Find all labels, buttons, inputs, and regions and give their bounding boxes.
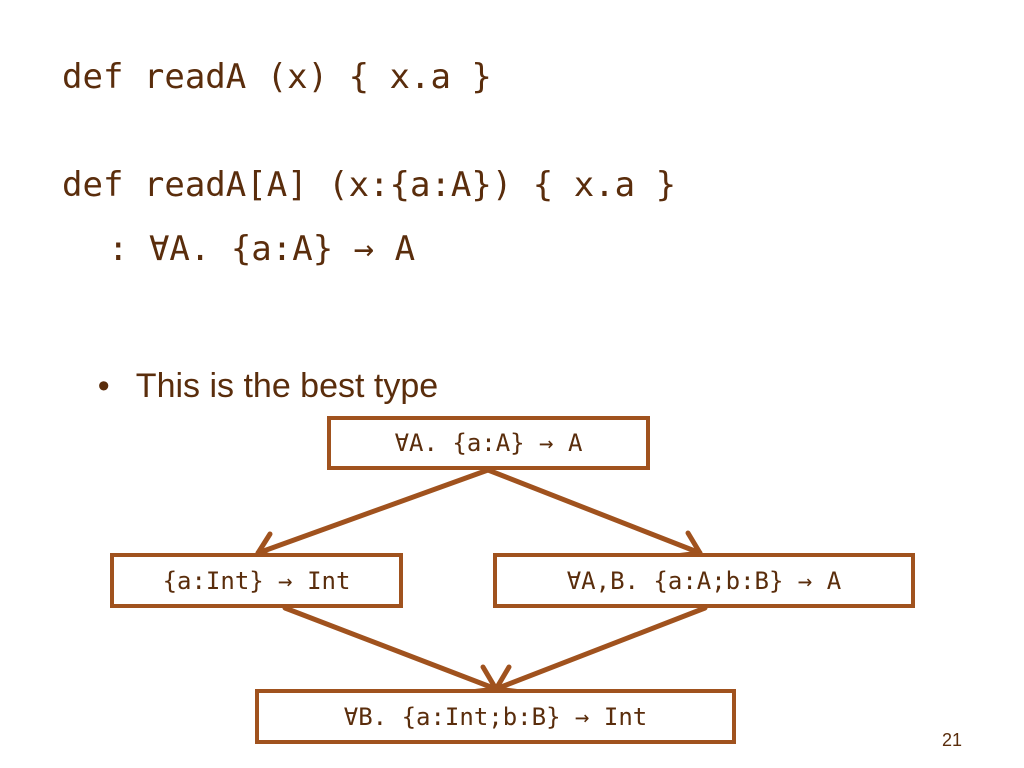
bullet-text: This is the best type [135,367,439,405]
type-node-bottom: ∀B. {a:Int;b:B} → Int [255,689,736,744]
type-node-right: ∀A,B. {a:A;b:B} → A [493,553,915,608]
bullet-item: • This is the best type [60,335,438,437]
edge-left-to-bottom [282,605,499,692]
code-line-type-signature: : ∀A. {a:A} → A [108,229,416,269]
edge-top-to-right [485,467,703,556]
page-number: 21 [941,730,962,750]
edge-right-to-bottom [493,605,708,692]
type-node-left: {a:Int} → Int [110,553,403,608]
edge-top-to-left [255,467,491,556]
type-node-top: ∀A. {a:A} → A [327,416,650,470]
bullet-dot: • [97,367,110,405]
code-line-untyped: def readA (x) { x.a } [62,57,492,97]
code-line-typed: def readA[A] (x:{a:A}) { x.a } [62,165,677,205]
